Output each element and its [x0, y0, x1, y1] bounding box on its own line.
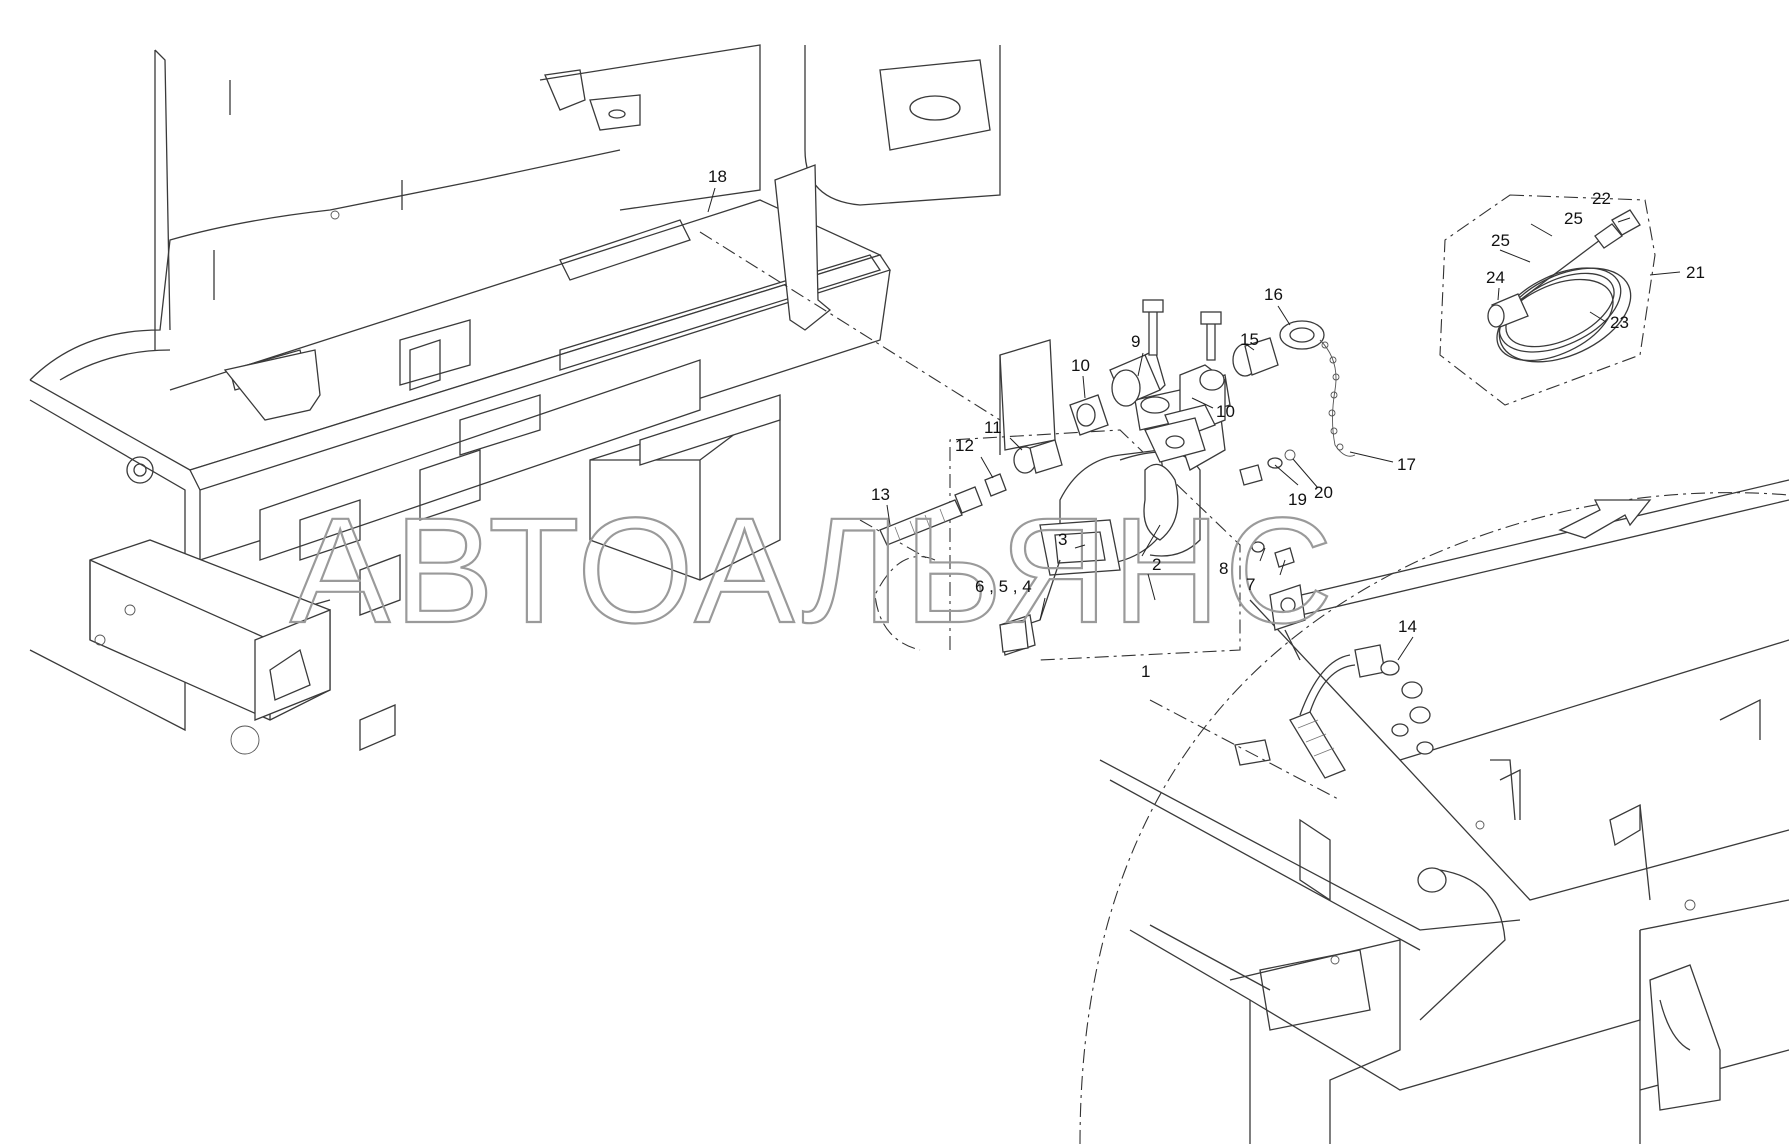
watermark-text: АВТОАЛЬЯНС: [290, 486, 1337, 654]
callout-21: 21: [1686, 263, 1705, 282]
callout-6-5-4: 6 , 5 , 4: [975, 577, 1032, 596]
callout-20: 20: [1314, 483, 1333, 502]
callout-11: 10: [1071, 356, 1090, 375]
callout-24: 24: [1486, 268, 1505, 287]
chassis-frame: [29, 44, 1056, 755]
callout-8: 8: [1219, 559, 1228, 578]
callout-3: 3: [1058, 530, 1067, 549]
callout-17: 16: [1264, 285, 1283, 304]
callout-25b: 25: [1491, 231, 1510, 250]
hose-kit: [1487, 209, 1641, 363]
callout-9: 18: [708, 167, 727, 186]
callout-25a: 25: [1564, 209, 1583, 228]
callout-19: 19: [1288, 490, 1307, 509]
callout-10a: 9: [1131, 332, 1140, 351]
guide-lines: [699, 194, 1789, 1144]
callout-12: 11: [984, 418, 1002, 437]
detail-view: [1099, 479, 1789, 1144]
callout-labels: 18 1 2 3 6 , 5 , 4 7 8 9 10 10 11 12 13 …: [708, 167, 1705, 681]
callout-16: 15: [1240, 330, 1259, 349]
callout-2: 2: [1152, 555, 1161, 574]
callout-18: 17: [1397, 455, 1416, 474]
callout-10b: 10: [1216, 402, 1235, 421]
fittings: [879, 299, 1356, 653]
leader-lines: [707, 187, 1681, 661]
callout-14: 13: [871, 485, 890, 504]
callout-23: 23: [1610, 313, 1629, 332]
callout-7: 7: [1246, 575, 1255, 594]
callout-15: 14: [1398, 617, 1417, 636]
callout-1: 1: [1141, 662, 1150, 681]
callout-13: 12: [955, 436, 974, 455]
callout-22: 22: [1592, 189, 1611, 208]
